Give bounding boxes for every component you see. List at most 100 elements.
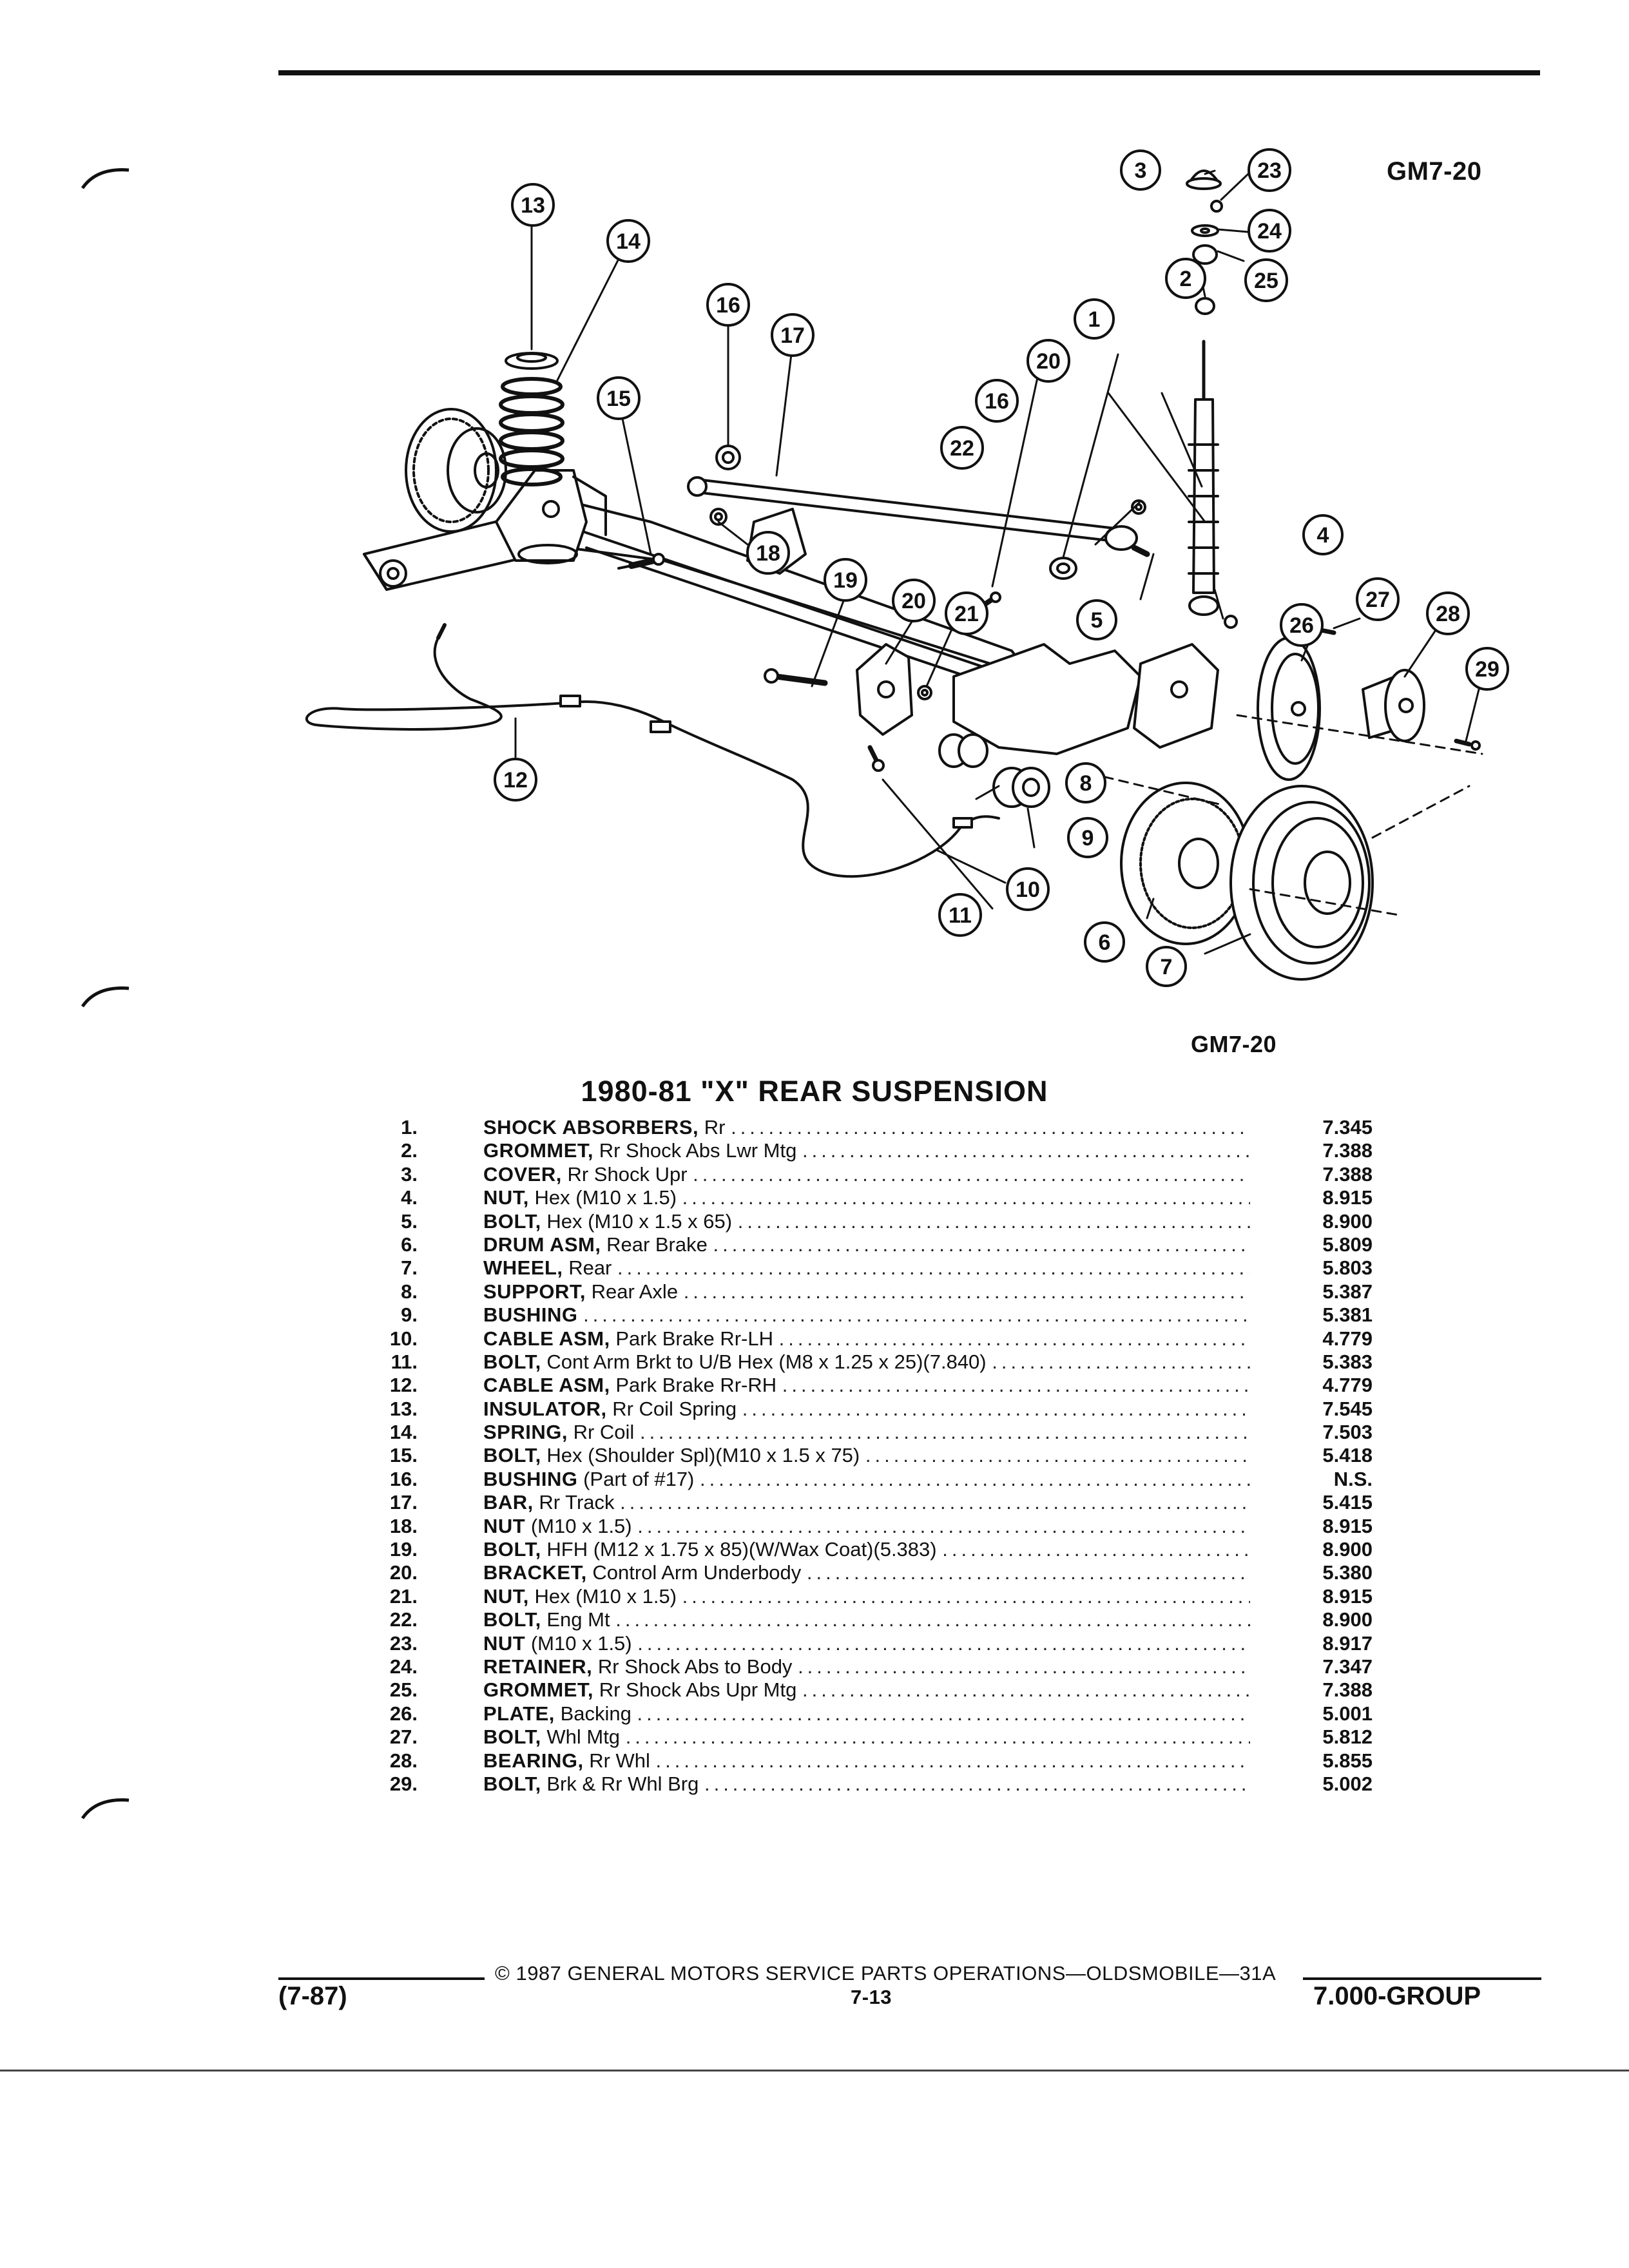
part-detail: (M10 x 1.5)	[530, 1514, 632, 1537]
parts-row: 28.BEARING, Rr Whl .....................…	[361, 1749, 1392, 1773]
rear-axle-support-8	[952, 643, 1219, 755]
leader-dots: ........................................…	[683, 1280, 1250, 1303]
margin-mark-top	[81, 168, 130, 189]
callout-28: 28	[1426, 591, 1470, 635]
leader-lines	[514, 169, 1480, 955]
page-number: 7-13	[851, 1986, 892, 2008]
part-detail: Rear	[568, 1256, 612, 1280]
part-group-code: 5.380	[1322, 1561, 1373, 1584]
callout-3: 3	[1120, 149, 1161, 191]
part-name: BUSHING	[483, 1303, 578, 1327]
parts-row: 1.SHOCK ABSORBERS, Rr ..................…	[361, 1116, 1392, 1139]
part-description: RETAINER, Rr Shock Abs to Body .........…	[483, 1655, 1250, 1678]
part-group-code: 8.900	[1322, 1608, 1373, 1631]
part-detail: HFH (M12 x 1.75 x 85)(W/Wax Coat)(5.383)	[546, 1538, 937, 1561]
bolt-29	[1454, 738, 1481, 751]
svg-text:5: 5	[1091, 608, 1103, 633]
leader-dots: ........................................…	[802, 1678, 1250, 1702]
parts-artwork	[305, 169, 1483, 981]
parts-row: 10.CABLE ASM, Park Brake Rr-LH .........…	[361, 1327, 1392, 1350]
svg-text:12: 12	[503, 768, 528, 793]
parts-row: 23.NUT (M10 x 1.5) .....................…	[361, 1632, 1392, 1655]
part-group-code: 4.779	[1322, 1327, 1373, 1350]
part-name: SUPPORT,	[483, 1280, 586, 1303]
leader-dots: ........................................…	[625, 1725, 1250, 1749]
callout-6: 6	[1084, 921, 1125, 963]
part-name: GROMMET,	[483, 1139, 594, 1162]
parts-row: 5. BOLT, Hex (M10 x 1.5 x 65) ...........…	[361, 1210, 1392, 1233]
nut-21	[917, 685, 932, 700]
nut-23	[1210, 200, 1223, 213]
parts-row: 17.BAR, Rr Track .......................…	[361, 1491, 1392, 1514]
retainer-24	[1191, 224, 1219, 237]
part-number: 22.	[389, 1608, 418, 1631]
bolt-15	[617, 553, 665, 570]
leader-dots: ........................................…	[637, 1514, 1250, 1537]
parts-row: 24.RETAINER, Rr Shock Abs to Body ......…	[361, 1655, 1392, 1678]
part-name: BOLT,	[483, 1444, 541, 1467]
part-detail: Hex (M10 x 1.5)	[534, 1584, 677, 1608]
parts-row: 3.COVER, Rr Shock Upr ..................…	[361, 1163, 1392, 1186]
part-detail: Rr Track	[539, 1491, 615, 1514]
callouts: 1 2 3 4 5 6 7 8 9 10 11 12 13 14 15 16 1…	[494, 148, 1509, 987]
track-bar-17	[687, 476, 1138, 551]
callout-22: 22	[940, 426, 984, 470]
part-detail: Hex (M10 x 1.5 x 65)	[546, 1209, 733, 1233]
svg-text:2: 2	[1180, 267, 1192, 291]
svg-text:11: 11	[949, 903, 972, 928]
bushing-9	[992, 767, 1050, 808]
leader-dots: ........................................…	[737, 1209, 1250, 1233]
part-number: 26.	[389, 1702, 418, 1725]
part-group-code: 5.001	[1322, 1702, 1373, 1725]
svg-text:18: 18	[756, 541, 780, 566]
part-group-code: 8.915	[1322, 1514, 1373, 1537]
callout-11: 11	[938, 893, 982, 937]
svg-text:22: 22	[950, 436, 974, 461]
part-group-code: 5.383	[1322, 1350, 1373, 1373]
callout-1: 1	[1074, 298, 1115, 340]
part-group-code: 5.418	[1322, 1444, 1373, 1467]
svg-text:16: 16	[716, 293, 740, 318]
parts-row: 14.SPRING, Rr Coil .....................…	[361, 1421, 1392, 1444]
callout-17: 17	[771, 313, 815, 357]
part-number: 25.	[389, 1678, 418, 1702]
leader-dots: ........................................…	[637, 1702, 1250, 1725]
leader-dots: ........................................…	[865, 1444, 1250, 1467]
part-detail: Rr Shock Upr	[567, 1162, 688, 1186]
part-number: 6.	[401, 1233, 418, 1256]
svg-text:19: 19	[833, 568, 858, 593]
part-name: BOLT,	[483, 1209, 541, 1233]
part-name: WHEEL,	[483, 1256, 563, 1280]
part-description: BOLT, Whl Mtg ..........................…	[483, 1725, 1250, 1749]
svg-text:3: 3	[1135, 159, 1147, 183]
part-group-code: 5.381	[1322, 1303, 1373, 1327]
callout-14: 14	[606, 219, 650, 263]
part-description: BRACKET, Control Arm Underbody .........…	[483, 1561, 1250, 1584]
svg-text:13: 13	[521, 193, 545, 218]
part-number: 4.	[401, 1186, 418, 1209]
parts-list: 1.SHOCK ABSORBERS, Rr ..................…	[361, 1116, 1392, 1796]
part-group-code: 5.809	[1322, 1233, 1373, 1256]
callout-9: 9	[1067, 817, 1108, 858]
svg-text:14: 14	[616, 229, 641, 254]
nut-4	[1224, 615, 1238, 629]
leader-dots: ........................................…	[700, 1467, 1250, 1490]
part-number: 5.	[401, 1209, 418, 1233]
parts-row: 22.BOLT, Eng Mt ........................…	[361, 1608, 1392, 1631]
svg-text:21: 21	[954, 602, 979, 626]
part-description: DRUM ASM, Rear Brake ...................…	[483, 1233, 1250, 1256]
part-number: 21.	[389, 1584, 418, 1608]
part-number: 27.	[389, 1725, 418, 1749]
callout-15: 15	[597, 376, 641, 420]
parts-row: 11.BOLT, Cont Arm Brkt to U/B Hex (M8 x …	[361, 1350, 1392, 1374]
part-name: CABLE ASM,	[483, 1374, 610, 1397]
callout-21: 21	[945, 591, 988, 635]
part-group-code: 7.347	[1322, 1655, 1373, 1678]
part-name: NUT,	[483, 1584, 529, 1608]
part-detail: Rr Coil Spring	[612, 1397, 737, 1420]
bottom-rule	[0, 2070, 1629, 2071]
leader-dots: ........................................…	[639, 1421, 1250, 1444]
part-description: SHOCK ABSORBERS, Rr ....................…	[483, 1116, 1250, 1139]
leader-dots: ........................................…	[693, 1162, 1250, 1186]
leader-dots: ........................................…	[615, 1608, 1250, 1631]
